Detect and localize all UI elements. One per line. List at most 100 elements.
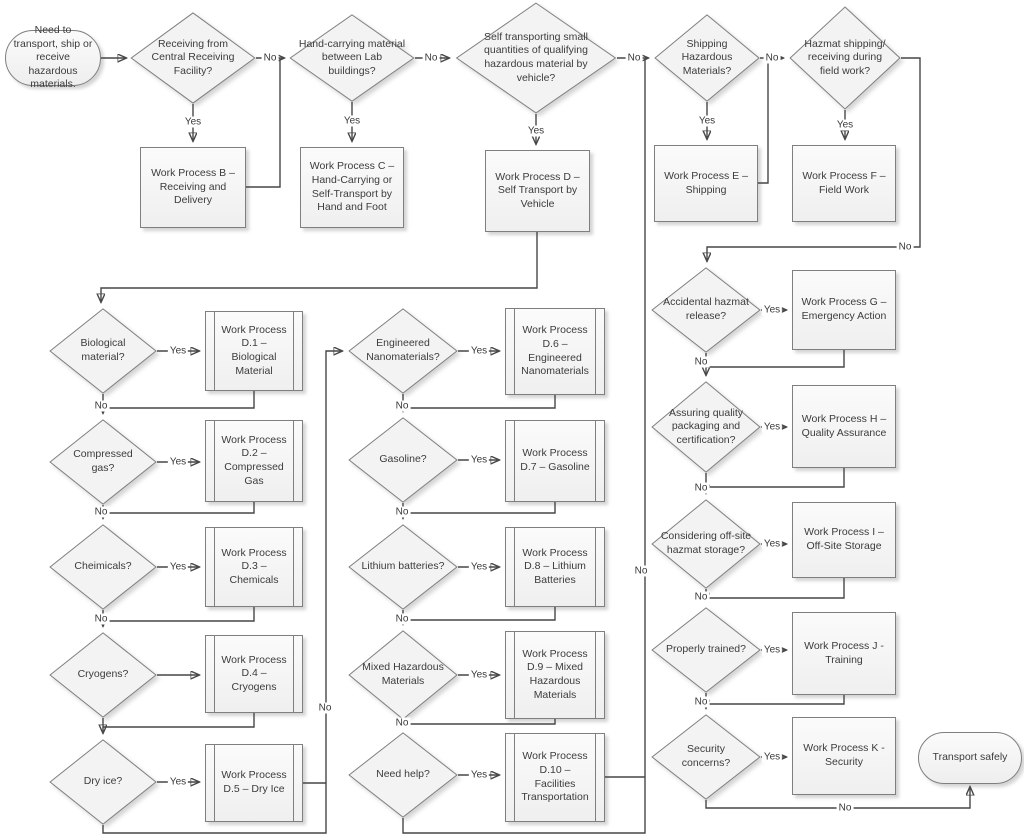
decision-engineered-nanomaterials: Engineered Nanomaterials? <box>348 308 458 394</box>
process-g-emergency-action: Work Process G – Emergency Action <box>792 270 896 350</box>
decision-label: Shipping Hazardous Materials? <box>681 37 733 77</box>
decision-accidental-release: Accidental hazmat release? <box>651 267 761 353</box>
decision-need-help: Need help? <box>348 732 458 818</box>
decision-dry-ice: Dry ice? <box>49 739 157 825</box>
decision-properly-trained: Properly trained? <box>651 607 761 693</box>
decision-label: Gasoline? <box>379 453 427 466</box>
start-label: Need to transport, ship or receive hazar… <box>13 23 93 91</box>
process-d4-cryogens: Work Process D.4 – Cryogens <box>205 635 303 713</box>
process-label: Work Process D.6 – Engineered Nanomateri… <box>521 324 589 378</box>
decision-hand-carrying: Hand-carrying material between Lab build… <box>289 14 415 102</box>
edge-label-no: No <box>92 613 110 625</box>
edge-label-no: No <box>692 356 710 368</box>
edge-label-no: No <box>896 241 914 253</box>
edge-label-no: No <box>422 52 440 64</box>
decision-label: Engineered Nanomaterials? <box>366 337 440 363</box>
decision-label: Hand-carrying material between Lab build… <box>298 37 406 77</box>
process-d8-lithium-batteries: Work Process D.8 – Lithium Batteries <box>505 527 605 607</box>
process-label: Work Process D.8 – Lithium Batteries <box>522 546 588 586</box>
decision-security-concerns: Security concerns? <box>651 714 761 800</box>
edge-label-no: No <box>692 696 710 708</box>
process-label: Work Process H – Quality Assurance <box>801 412 887 439</box>
decision-label: Lithium batteries? <box>361 560 445 573</box>
decision-cryogens: Cryogens? <box>49 632 157 718</box>
decision-label: Biological material? <box>80 337 126 363</box>
edge-label-yes: Yes <box>761 751 783 763</box>
edge-label-no: No <box>763 52 781 64</box>
decision-compressed-gas: Compressed gas? <box>49 419 157 505</box>
process-d7-gasoline: Work Process D.7 – Gasoline <box>505 420 605 502</box>
edge-label-yes: Yes <box>182 116 204 128</box>
process-label: Work Process D.4 – Cryogens <box>221 653 287 693</box>
decision-label: Security concerns? <box>681 743 731 769</box>
edge-label-yes: Yes <box>468 454 490 466</box>
process-e-shipping: Work Process E – Shipping <box>654 145 758 222</box>
edge-label-yes: Yes <box>167 345 189 357</box>
decision-label: Receiving from Central Receiving Facilit… <box>151 37 235 77</box>
decision-receiving-central: Receiving from Central Receiving Facilit… <box>130 12 256 104</box>
process-label: Work Process D.1 – Biological Material <box>221 323 287 377</box>
edge-label-no: No <box>393 613 411 625</box>
edge-label-yes: Yes <box>761 304 783 316</box>
process-d9-mixed-hazardous: Work Process D.9 – Mixed Hazardous Mater… <box>505 631 605 719</box>
edge-label-no: No <box>393 506 411 518</box>
edge-label-no: No <box>692 482 710 494</box>
process-label: Work Process D – Self Transport by Vehic… <box>495 170 580 210</box>
process-label: Work Process D.5 – Dry Ice <box>221 769 287 795</box>
edge-label-no: No <box>625 52 643 64</box>
edge-label-yes: Yes <box>167 561 189 573</box>
edge-label-yes: Yes <box>468 669 490 681</box>
decision-field-work: Hazmat shipping/ receiving during field … <box>789 6 901 110</box>
edge-label-yes: Yes <box>167 456 189 468</box>
process-label: Work Process C – Hand-Carrying or Self-T… <box>309 160 395 214</box>
process-j-training: Work Process J - Training <box>792 612 896 695</box>
decision-biological: Biological material? <box>49 308 157 394</box>
decision-mixed-hazardous: Mixed Hazardous Materials <box>348 630 458 720</box>
decision-label: Need help? <box>376 768 430 781</box>
decision-offsite-storage: Considering off-site hazmat storage? <box>651 499 761 589</box>
edge-label-yes: Yes <box>468 345 490 357</box>
edge-label-no: No <box>836 802 854 814</box>
process-label: Work Process I – Off-Site Storage <box>804 526 884 552</box>
process-k-security: Work Process K - Security <box>792 717 896 795</box>
process-label: Work Process D.3 – Chemicals <box>221 546 287 586</box>
process-d1-biological: Work Process D.1 – Biological Material <box>205 311 303 391</box>
end-terminal: Transport safely <box>918 732 1022 784</box>
process-i-offsite-storage: Work Process I – Off-Site Storage <box>792 502 896 578</box>
decision-label: Accidental hazmat release? <box>663 296 749 322</box>
edge-label-yes: Yes <box>167 776 189 788</box>
start-terminal: Need to transport, ship or receive hazar… <box>5 24 101 90</box>
process-label: Work Process G – Emergency Action <box>801 296 887 322</box>
edge-label-yes: Yes <box>761 421 783 433</box>
decision-label: Properly trained? <box>666 643 746 656</box>
process-d3-chemicals: Work Process D.3 – Chemicals <box>205 527 303 607</box>
decision-label: Compressed gas? <box>73 448 133 474</box>
edge-label-no: No <box>92 506 110 518</box>
process-label: Work Process D.7 – Gasoline <box>520 447 590 473</box>
edge-label-no: No <box>632 565 650 577</box>
decision-label: Mixed Hazardous Materials <box>362 661 444 687</box>
edge-label-no: No <box>692 591 710 603</box>
process-label: Work Process K - Security <box>803 742 885 768</box>
process-b-receiving-delivery: Work Process B – Receiving and Delivery <box>140 147 246 228</box>
decision-self-transport-vehicle: Self transporting small quantities of qu… <box>455 2 617 114</box>
end-label: Transport safely <box>932 751 1008 764</box>
edge-label-yes: Yes <box>468 561 490 573</box>
process-d-self-transport: Work Process D – Self Transport by Vehic… <box>485 150 590 232</box>
process-label: Work Process E – Shipping <box>664 169 748 196</box>
process-label: Work Process F – Field Work <box>802 169 886 196</box>
decision-label: Cheimicals? <box>74 560 132 573</box>
decision-chemicals: Cheimicals? <box>49 524 157 610</box>
decision-lithium-batteries: Lithium batteries? <box>348 524 458 610</box>
edge-label-yes: Yes <box>834 119 856 131</box>
edge-label-yes: Yes <box>525 125 547 137</box>
process-d10-facilities-transportation: Work Process D.10 – Facilities Transport… <box>505 733 605 822</box>
decision-quality-packaging: Assuring quality packaging and certifica… <box>651 381 761 473</box>
edge-label-no: No <box>92 400 110 412</box>
decision-label: Cryogens? <box>77 668 129 681</box>
edge-label-no: No <box>316 702 334 714</box>
decision-shipping-hazmat: Shipping Hazardous Materials? <box>654 14 760 102</box>
process-label: Work Process D.2 – Compressed Gas <box>221 433 287 487</box>
edge-label-yes: Yes <box>696 115 718 127</box>
